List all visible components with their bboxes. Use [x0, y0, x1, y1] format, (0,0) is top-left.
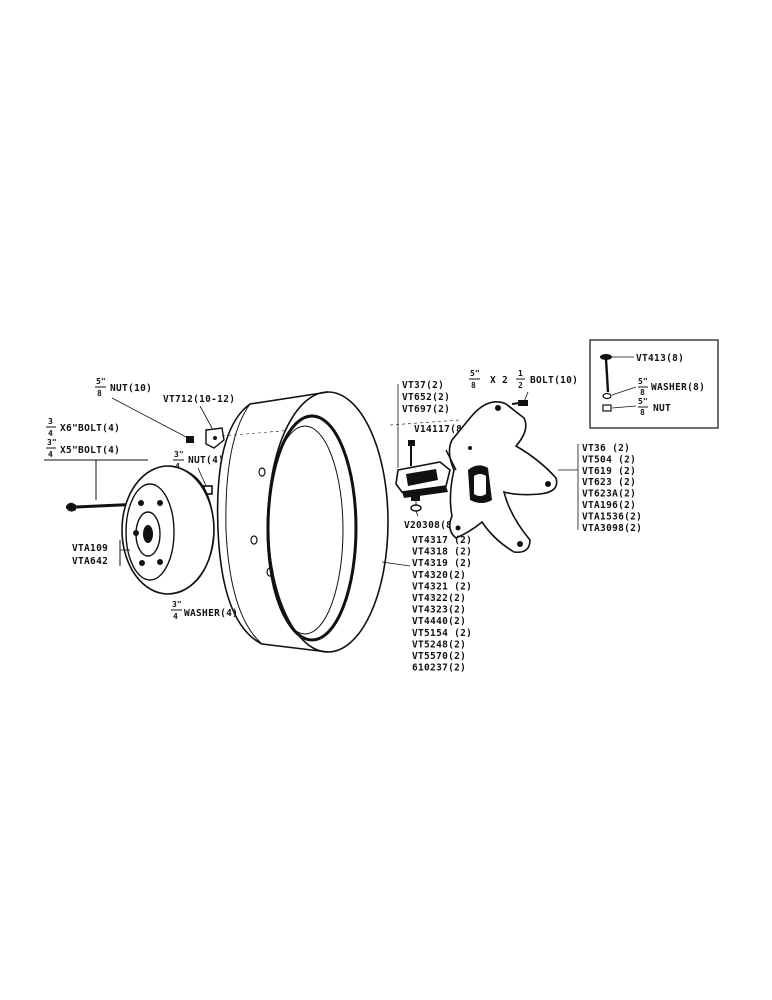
legend-washer-icon: [602, 392, 612, 400]
vt652-label: VT652(2): [402, 392, 450, 403]
hub-part-0: VT36 (2): [582, 443, 630, 454]
nut4-frac-num: 3": [174, 450, 184, 459]
nut-top-frac-den: 8: [97, 389, 102, 398]
v14117-bolt-icon: [408, 440, 415, 466]
vt712-label: VT712(10-12): [163, 394, 235, 405]
nut-top-frac-num: 5": [96, 377, 106, 386]
legend-leader-washer: [611, 386, 637, 396]
rim-part-3: VT4320(2): [412, 570, 466, 581]
top-bolt-frac-num: 5": [470, 369, 480, 378]
legend-box-frame: [589, 339, 719, 429]
vta642-label: VTA642: [72, 556, 108, 567]
washer4-frac-den: 4: [173, 612, 178, 621]
bolt5-frac-num: 3": [47, 438, 57, 447]
rim-part-2: VT4319 (2): [412, 558, 472, 569]
rim-part-4: VT4321 (2): [412, 581, 472, 592]
rim-part-8: VT5154 (2): [412, 628, 472, 639]
v20308-leader: [415, 510, 419, 517]
rim-part-6: VT4323(2): [412, 605, 466, 616]
hub-parts-list: VT36 (2)VT504 (2)VT619 (2)VT623 (2)VT623…: [582, 443, 642, 534]
top-bolt-icon: [511, 391, 529, 406]
rim-part-5: VT4322(2): [412, 593, 466, 604]
bolt6-text: X6"BOLT(4): [60, 423, 120, 434]
washer4-frac-num: 3": [172, 600, 182, 609]
legend-vt413-label: VT413(8): [636, 353, 684, 364]
hub-part-3: VT623 (2): [582, 477, 636, 488]
bolt5-text: X5"BOLT(4): [60, 445, 120, 456]
vt697-label: VT697(2): [402, 404, 450, 415]
wheel-rim: [216, 391, 389, 653]
rim-part-11: 610237(2): [412, 663, 466, 674]
bolt5-frac-den: 4: [48, 450, 53, 459]
hub-part-6: VTA1536(2): [582, 511, 642, 522]
rim-parts-leader: [381, 561, 411, 567]
legend-nut-frac-den: 8: [640, 408, 645, 417]
rim-part-10: VT5570(2): [412, 651, 466, 662]
rim-part-7: VT4440(2): [412, 616, 466, 627]
top-bolt-half-den: 2: [518, 381, 523, 390]
wheel-disc: [121, 465, 215, 595]
hub-part-2: VT619 (2): [582, 466, 636, 477]
wheel-clamp: [395, 461, 451, 498]
hub-part-1: VT504 (2): [582, 454, 636, 465]
nut-top-leader: [111, 397, 189, 439]
legend-leader-nut: [611, 405, 637, 409]
nut-top-text: NUT(10): [110, 383, 152, 394]
bolt6-frac-den: 4: [48, 429, 53, 438]
nut-top-label: 5" 8 NUT(10): [95, 377, 152, 398]
legend-bolt-icon: [600, 354, 612, 393]
legend-nut-label: NUT: [653, 403, 671, 414]
disc-parts-label: VTA109 VTA642: [72, 540, 130, 567]
legend-box: VT413(8) 5" 8 WASHER(8) 5" 8 NUT: [589, 339, 719, 429]
hub-part-7: VTA3098(2): [582, 523, 642, 534]
rim-part-0: VT4317 (2): [412, 535, 472, 546]
top-bolt-frac-den: 8: [471, 381, 476, 390]
legend-nut-frac-num: 5": [638, 397, 648, 406]
nut-top-icon: [186, 436, 194, 443]
legend-washer-label: WASHER(8): [651, 382, 705, 393]
hub-part-4: VT623A(2): [582, 489, 636, 500]
top-bolt-end: BOLT(10): [530, 375, 578, 386]
bolt6-label: 3 4 X6"BOLT(4): [46, 417, 120, 438]
legend-washer-frac-den: 8: [640, 388, 645, 397]
washer4-label: 3" 4 WASHER(4): [171, 600, 238, 621]
bolt6-frac-num: 3: [48, 417, 53, 426]
nut4-leader: [197, 467, 207, 487]
rim-parts-list: VT4317 (2)VT4318 (2)VT4319 (2)VT4320(2)V…: [412, 535, 472, 674]
legend-washer-frac-num: 5": [638, 377, 648, 386]
top-bolt-half-num: 1: [518, 369, 523, 378]
vt712-leader: [199, 405, 213, 429]
washer4-text: WASHER(4): [184, 608, 238, 619]
v14117-label: V14117(8): [414, 424, 468, 435]
vta109-label: VTA109: [72, 543, 108, 554]
vt37-label: VT37(2): [402, 380, 444, 391]
legend-nut-icon: [602, 404, 612, 412]
bolt5-label: 3" 4 X5"BOLT(4): [46, 438, 120, 459]
top-bolt-main: X 2: [490, 375, 508, 386]
rim-part-1: VT4318 (2): [412, 547, 472, 558]
hub-part-5: VTA196(2): [582, 500, 636, 511]
hub-spider: [445, 401, 558, 554]
v20308-label: V20308(8): [404, 520, 458, 531]
vt37-group-label: VT37(2) VT652(2) VT697(2): [402, 380, 450, 415]
top-bolt-label: 5" 8 X 2 1 2 BOLT(10): [469, 369, 578, 390]
nut4-text: NUT(4): [188, 455, 224, 466]
vt712-clip-icon: [205, 427, 225, 449]
rim-part-9: VT5248(2): [412, 639, 466, 650]
